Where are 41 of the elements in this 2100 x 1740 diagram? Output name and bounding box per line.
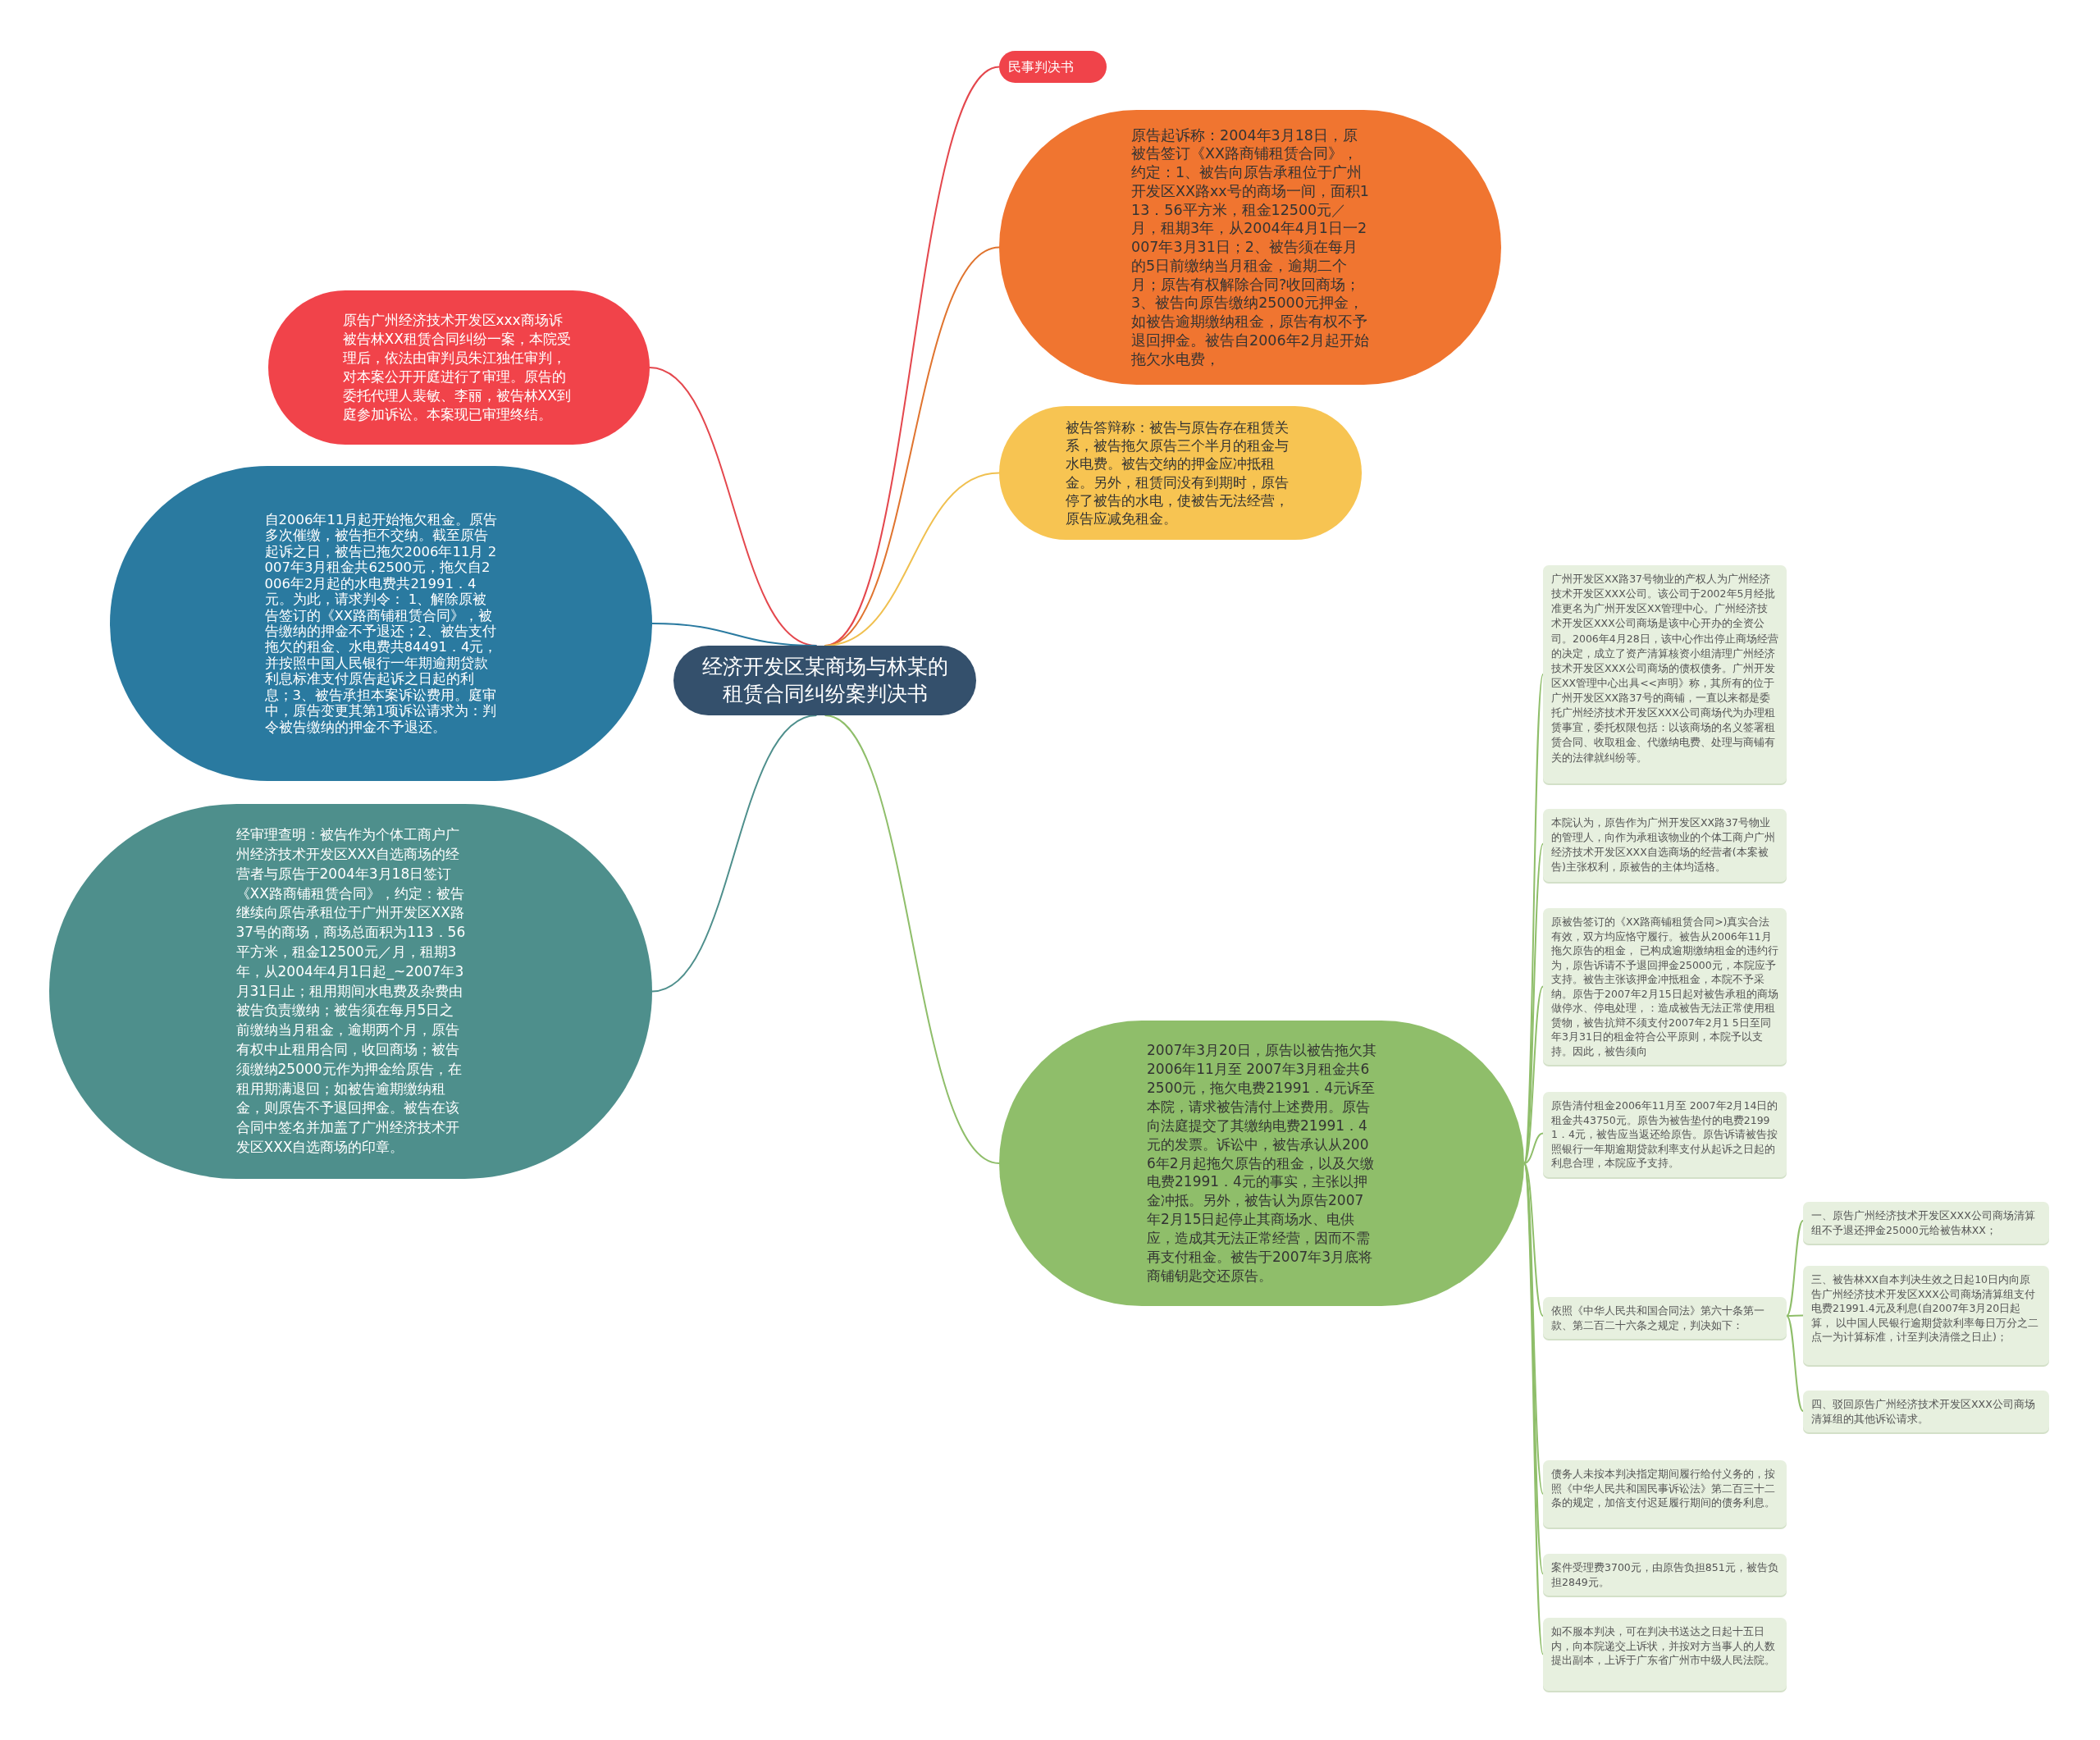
note-card	[1543, 1460, 1787, 1528]
note-text: 案件受理费3700元，由原告负担851元，被告负担2849元。	[1551, 1560, 1778, 1589]
connector-line	[1786, 1314, 1804, 1317]
connector-line	[651, 715, 818, 993]
connector-line	[1523, 1162, 1544, 1317]
connector-line	[651, 623, 818, 646]
note-card	[1803, 1391, 2049, 1432]
note-text: 民事判决书	[1007, 58, 1075, 75]
connector-line	[1523, 843, 1544, 1164]
connector-line	[824, 472, 1000, 646]
connector-line	[824, 715, 1000, 1164]
note-card	[1803, 1202, 2049, 1244]
note-text: 2007年3月20日，原告以被告拖欠其2006年11月至 2007年3月租金共62500元，拖欠电费21991．4元诉至本院，请求被告清付上述费用。原告向法庭提交了其缴纳电费21991．4元的发票。诉讼中，被告承认从2006年2月起拖欠原告的租金，以及欠缴电费21991．4元的事实，主张以押金冲抵。另外，被告认为原告2007年2月15日起停止其商场水、电供应，造成其无法正常经营，因而不需再支付租金。被告于2007年3月底将商铺钥匙交还原告。	[1147, 1040, 1376, 1286]
note-card	[1543, 1092, 1787, 1177]
note-text: 本院认为，原告作为广州开发区XX路37号物业的管理人，向作为承租该物业的个体工商户广州经济技术开发区XXX自选商场的经营者(本案被告)主张权利，原被告的主体均适格。	[1551, 815, 1776, 875]
connector-line	[1786, 1220, 1804, 1317]
note-text: 依照《中华人民共和国合同法》第六十条第一款、第二百二十六条之规定，判决如下：	[1551, 1304, 1765, 1332]
note-text: 经审理查明：被告作为个体工商户广州经济技术开发区XXX自选商场的经营者与原告于2004年3月18日签订《XX路商铺租赁合同》，约定：被告继续向原告承租位于广州开发区XX路37号的商场，商场总面积为113．56平方米，租金12500元／月，租期3年，从2004年4月1日起_~2007年3月31日止；租用期间水电费及杂费由被告负责缴纳；被告须在每月5日之前缴纳当月租金，逾期两个月，原告有权中止租用合同，收回商场；被告须缴纳25000元作为押金给原告，在租用期满退回；如被告逾期缴纳租金，则原告不予退回押金。被告在该合同中签名并加盖了广州经济技术开发区XXX自选商场的印章。	[235, 825, 466, 1157]
note-text: 原告清付租金2006年11月至 2007年2月14日的租金共43750元。原告为被告垫付的电费21991．4元，被告应当返还给原告。原告诉请被告按照银行一年期逾期贷款利率支付从起诉之日起的利息合理，本院应予支持。	[1551, 1098, 1778, 1171]
note-card	[1543, 1554, 1787, 1596]
note-text: 债务人未按本判决指定期间履行给付义务的，按照《中华人民共和国民事诉讼法》第二百三十二条的规定，加倍支付迟延履行期间的债务利息。	[1551, 1467, 1776, 1510]
note-text: 原告广州经济技术开发区xxx商场诉被告林XX租赁合同纠纷一案，本院受理后，依法由审判员朱江独任审判，对本案公开开庭进行了审理。原告的委托代理人裴敏、李丽，被告林XX到庭参加诉讼。本案现已审理终结。	[342, 311, 572, 424]
connector-line	[1786, 1315, 1804, 1412]
note-text: 自2006年11月起开始拖欠租金。原告多次催缴，被告拒不交纳。截至原告起诉之日，被告已拖欠2006年11月 2007年3月租金共62500元，拖欠自2006年2月起的水电费共21991．4元。为此，请求判令： 1、解除原被告签订的《XX路商铺租赁合同》，被告缴纳的押金不予退还；2、被告支付拖欠的租金、水电费共84491．4元，并按照中国人民银行一年期逾期贷款利息标准支付原告起诉之日起的利息；3、被告承担本案诉讼费用。庭审中，原告变更其第1项诉讼请求为：判令被告缴纳的押金不予退还。	[264, 511, 498, 736]
note-card	[1543, 565, 1787, 783]
connector-line	[1523, 1132, 1544, 1164]
connector-line	[1523, 985, 1544, 1164]
note-text: 四、驳回原告广州经济技术开发区XXX公司商场清算组的其他诉讼请求。	[1811, 1397, 2036, 1426]
note-text: 如不服本判决，可在判决书送达之日起十五日内，向本院递交上诉状，并按对方当事人的人数提出副本，上诉于广东省广州市中级人民法院。	[1551, 1624, 1776, 1668]
note-text: 一、原告广州经济技术开发区XXX公司商场清算组不予退还押金25000元给被告林XX；	[1811, 1208, 2036, 1237]
note-card	[1543, 1618, 1787, 1691]
note-text: 三、被告林XX自本判决生效之日起10日内向原告广州经济技术开发区XXX公司商场清算组支付电费21991.4元及利息(自2007年3月20日起算， 以中国人民银行逾期贷款利率每日万分之二点一为计算标准，计至判决清偿之日止)；	[1811, 1272, 2039, 1345]
central-topic-text: 经济开发区某商场与林某的租赁合同纠纷案判决书	[701, 654, 948, 707]
note-text: 被告答辩称：被告与原告存在租赁关系，被告拖欠原告三个半月的租金与水电费。被告交纳的押金应冲抵租金。另外，租赁同没有到期时，原告停了被告的水电，使被告无法经营，原告应减免租金。	[1066, 418, 1290, 527]
note-text: 广州开发区XX路37号物业的产权人为广州经济技术开发区XXX公司。该公司于2002年5月经批准更名为广州开发区XX管理中心。广州经济技术开发区XXX公司商场是该中心开办的全资公司。2006年4月28日，该中心作出停止商场经营的决定，成立了资产清算核资小组清理广州经济技术开发区XXX公司商场的债权债务。广州开发区XX管理中心出具<<声明》称，其所有的位于广州开发区XX路37号的商铺，一直以来都是委托广州经济技术开发区XXX公司商场代为办理租赁事宜，委托权限包括：以该商场的名义签署租赁合同、收取租金、代缴纳电费、处理与商铺有关的法律就纠纷等。	[1551, 572, 1778, 765]
topic-bubble	[999, 51, 1107, 83]
note-card	[1543, 1297, 1787, 1339]
note-text: 原告起诉称：2004年3月18日，原被告签订《XX路商铺租赁合同》，约定：1、被告向原告承租位于广州开发区XX路xx号的商场一间，面积113．56平方米，租金12500元／月，租期3年，从2004年4月1日一2007年3月31日；2、被告须在每月的5日前缴纳当月租金，逾期二个月；原告有权解除合同?收回商场；3、被告向原告缴纳25000元押金，如被告逾期缴纳租金，原告有权不予退回押金。被告自2006年2月起开始拖欠水电费，	[1131, 126, 1369, 369]
note-text: 原被告签订的《XX路商铺租赁合同>)真实合法有效，双方均应恪守履行。被告从2006年11月拖欠原告的租金， 已构成逾期缴纳租金的违约行为，原告诉请不予退回押金25000元，本院应予支持。被告主张该押金冲抵租金，本院不予采纳。原告于2007年2月15日起对被告承租的商场做停水、停电处理，：造成被告无法正常使用租赁物，被告抗辩不须支付2007年2月1 5日至同年3月31日的租金符合公平原则，本院予以支持。因此，被告须向	[1551, 915, 1778, 1058]
note-card	[1803, 1266, 2049, 1365]
note-card	[1543, 809, 1787, 882]
